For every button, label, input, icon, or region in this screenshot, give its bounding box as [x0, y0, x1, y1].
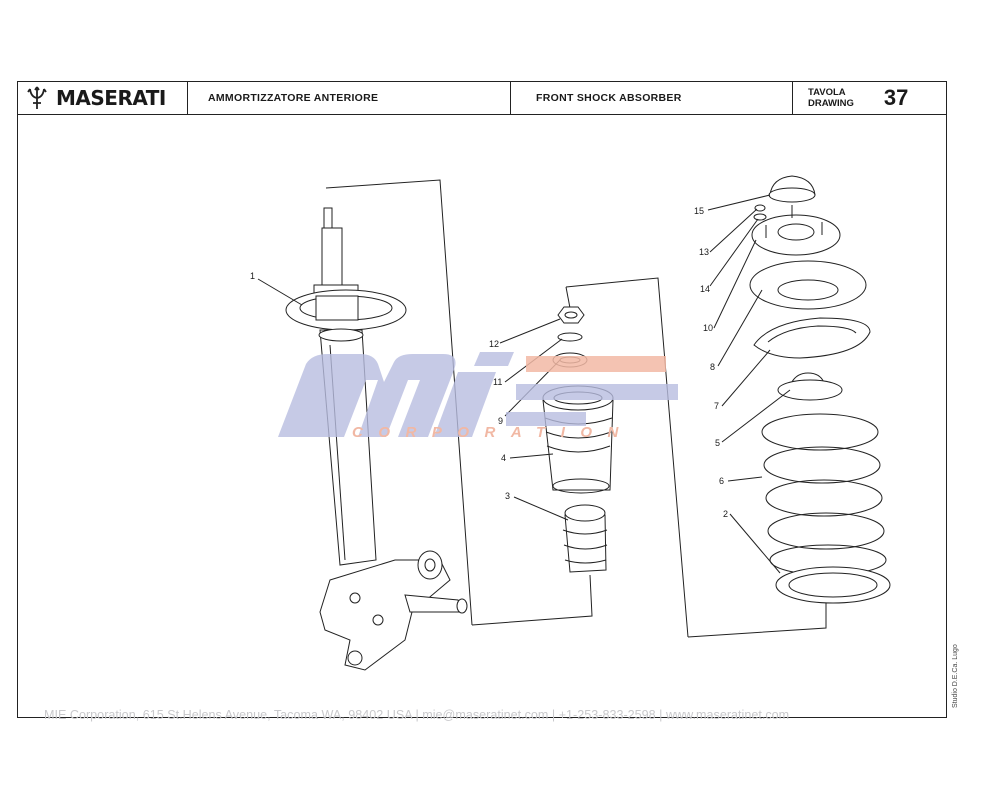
- callout-9: 9: [498, 416, 503, 426]
- bump-stop-3: [562, 504, 608, 573]
- footer-contact-line: MIE Corporation, 615 St.Helens Avenue, T…: [44, 708, 790, 722]
- drawing-label: TAVOLA DRAWING: [808, 87, 854, 109]
- insulator-7: [753, 317, 871, 359]
- callout-10: 10: [703, 323, 713, 333]
- coil-spring-6: [761, 413, 887, 576]
- callout-12: 12: [489, 339, 499, 349]
- leader-14: [709, 218, 759, 287]
- studio-mark: Studio D.E.Ca. Lugo: [952, 644, 959, 708]
- drawing-number-cell: TAVOLA DRAWING 37: [793, 82, 946, 114]
- drawing-label-it: TAVOLA: [808, 87, 846, 98]
- outline-tick: [565, 286, 571, 309]
- group-outline-left: [325, 179, 473, 626]
- callout-14: 14: [700, 284, 710, 294]
- title-italian: AMMORTIZZATORE ANTERIORE: [188, 82, 511, 114]
- nut-13: [754, 204, 766, 212]
- callout-13: 13: [699, 247, 709, 257]
- group-outline-middle: [565, 277, 689, 638]
- leader-5: [721, 389, 791, 443]
- drawing-number: 37: [883, 85, 909, 110]
- callout-5: 5: [715, 438, 720, 448]
- brand-logo: MASERATI: [56, 86, 166, 110]
- lower-insulator-2: [775, 566, 891, 604]
- mie-logo-shapes: [278, 352, 678, 437]
- callout-2: 2: [723, 509, 728, 519]
- bump-cap-5: [777, 372, 843, 401]
- leader-3: [513, 496, 569, 521]
- callout-7: 7: [714, 401, 719, 411]
- title-english: FRONT SHOCK ABSORBER: [511, 82, 793, 114]
- spring-seat-8: [749, 260, 867, 310]
- mie-watermark-subtitle: CORPORATION: [352, 424, 634, 441]
- callout-11: 11: [493, 377, 502, 387]
- leader-8: [717, 289, 763, 367]
- callout-15: 15: [694, 206, 704, 216]
- callout-1: 1: [250, 271, 255, 281]
- leader-13: [709, 208, 758, 253]
- washer-14: [753, 213, 767, 221]
- brand-cell: MASERATI: [18, 82, 188, 114]
- mie-watermark-logo: [278, 352, 678, 437]
- leader-15: [707, 194, 771, 211]
- callout-6: 6: [719, 476, 724, 486]
- cap-15: [768, 175, 816, 203]
- leader-6: [727, 476, 763, 482]
- washer-11: [557, 332, 583, 342]
- leader-4: [509, 453, 554, 459]
- drawing-label-en: DRAWING: [808, 98, 854, 109]
- trident-icon: [27, 86, 47, 109]
- title-block: MASERATI AMMORTIZZATORE ANTERIORE FRONT …: [17, 81, 947, 115]
- nut-12: [557, 306, 585, 324]
- leader-12: [499, 318, 561, 344]
- leader-2: [729, 513, 781, 574]
- callout-4: 4: [501, 453, 506, 463]
- callout-8: 8: [710, 362, 715, 372]
- leader-10: [713, 239, 757, 329]
- leader-1: [257, 278, 303, 306]
- callout-3: 3: [505, 491, 510, 501]
- top-mount-10: [751, 205, 841, 256]
- group-outline-bottom: [471, 574, 593, 626]
- leader-7: [721, 349, 771, 407]
